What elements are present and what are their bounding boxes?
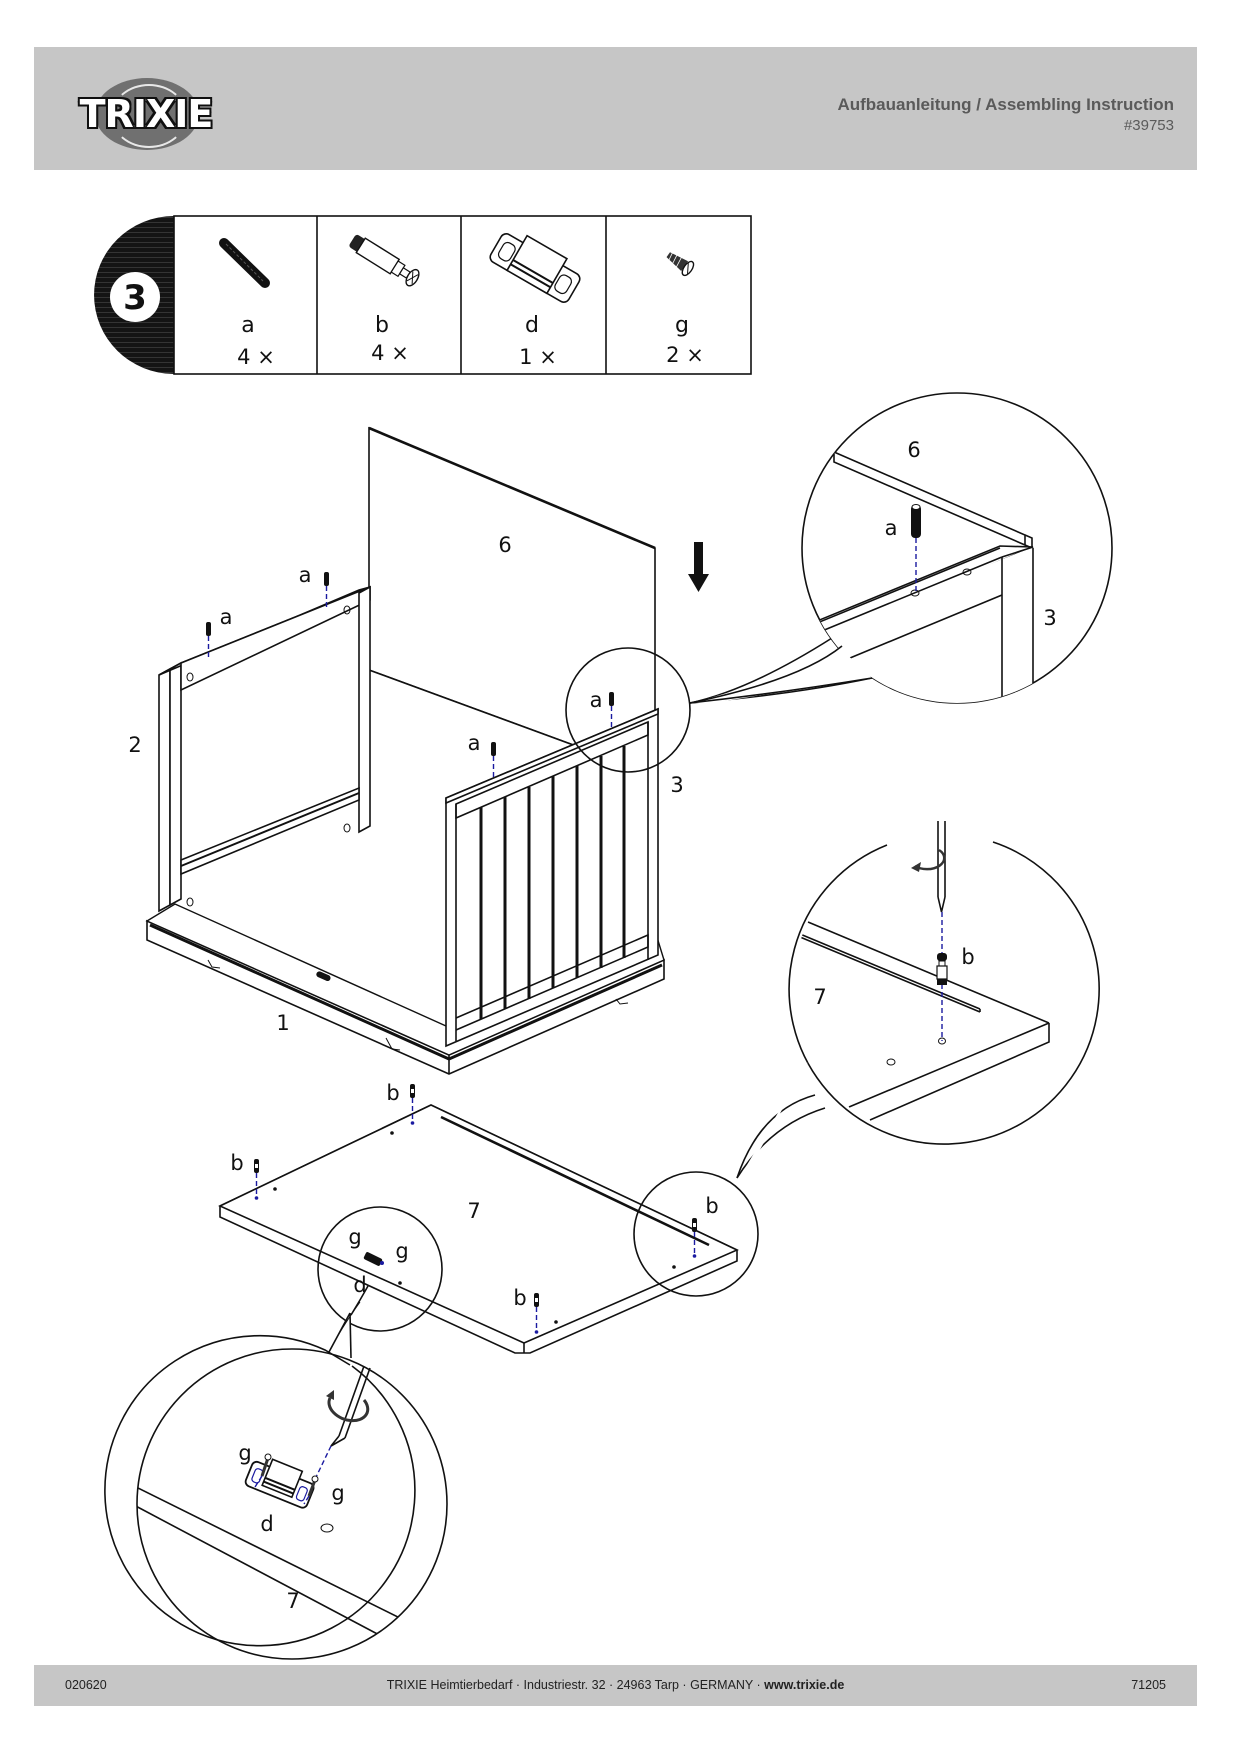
cam-bolt-detail-icon [936, 953, 948, 985]
part-label-d: d [525, 313, 539, 338]
dowel-a-2 [324, 572, 329, 607]
top-board-7 [218, 1104, 739, 1354]
label-board-7: 7 [467, 1199, 480, 1223]
detail-label-b: b [961, 945, 974, 969]
trixie-logo: TRIXIE [77, 78, 215, 150]
step-number: 3 [123, 278, 147, 318]
logo-arc [111, 84, 187, 148]
cam-bolt-icon [349, 234, 420, 287]
label-panel-6: 6 [498, 533, 511, 557]
detail-label-d: d [260, 1512, 273, 1536]
label-screw-g: g [348, 1225, 361, 1249]
label-panel-1: 1 [276, 1011, 289, 1035]
label-cam-bolt-b: b [386, 1081, 399, 1105]
screw-icon [666, 250, 695, 277]
side-panel-3 [445, 707, 659, 1048]
detail-label-g: g [331, 1481, 344, 1505]
label-cam-bolt-b: b [230, 1151, 243, 1175]
part-label-b: b [375, 313, 389, 338]
cam-bolt-b-3 [534, 1293, 539, 1334]
part-qty-d: 1 × [519, 345, 557, 369]
step-number-circle [110, 272, 160, 322]
part-qty-a: 4 × [237, 345, 275, 369]
label-dowel-a: a [299, 563, 312, 587]
label-dowel-a: a [220, 605, 233, 629]
part-label-g: g [675, 313, 689, 338]
header-bar: TRIXIE Aufbauanleitung / Assembling Inst… [34, 47, 1197, 170]
part-label-a: a [241, 313, 254, 338]
footer-bar: 020620 TRIXIE Heimtierbedarf · Industrie… [34, 1665, 1197, 1706]
dowel-a-1 [206, 622, 211, 657]
cam-bolt-b-2 [410, 1084, 415, 1125]
cam-bolt-b-4 [692, 1218, 697, 1258]
part-qty-b: 4 × [371, 341, 409, 365]
parts-table: 3 a 4 × b 4 × [94, 215, 752, 375]
detail-label-g: g [238, 1441, 251, 1465]
wooden-dowel-icon [219, 238, 270, 288]
label-catch-d: d [353, 1273, 366, 1297]
cam-bolt-b-1 [254, 1159, 259, 1200]
logo-text: TRIXIE [79, 91, 215, 137]
callout-circle-dowel [565, 647, 691, 773]
company-text: TRIXIE Heimtierbedarf · Industriestr. 32… [386, 1678, 765, 1692]
side-panel-2 [158, 585, 371, 913]
page-code: 71205 [1131, 1678, 1166, 1692]
label-panel-2: 2 [128, 733, 141, 757]
rotate-arrow-icon [326, 1390, 370, 1423]
detail-label-a: a [885, 516, 898, 540]
label-cam-bolt-b: b [513, 1286, 526, 1310]
cabinet-assembly: 6 1 [128, 426, 873, 1075]
dowel-a-3 [491, 742, 496, 778]
label-screw-g: g [395, 1239, 408, 1263]
callout-leader [736, 1094, 816, 1179]
label-dowel-a: a [468, 731, 481, 755]
magnetic-catch-icon [489, 233, 581, 303]
website-link[interactable]: www.trixie.de [764, 1678, 845, 1692]
label-dowel-a: a [590, 688, 603, 712]
callout-circle-catch [317, 1206, 443, 1332]
company-address: TRIXIE Heimtierbedarf · Industriestr. 32… [34, 1678, 1197, 1692]
parts-grid [173, 215, 752, 375]
rotate-arrow-icon [911, 848, 946, 872]
detail-label-3: 3 [1043, 606, 1056, 630]
detail-dowel: 6 a 3 [689, 392, 1113, 704]
down-arrow-icon [688, 542, 709, 592]
article-number: #39753 [1123, 117, 1174, 134]
date-code: 020620 [65, 1678, 107, 1692]
document-title: Aufbauanleitung / Assembling Instruction [837, 95, 1174, 114]
detail-cam-bolt: b 7 [744, 821, 1100, 1175]
detail-catch: g g d 7 [104, 1285, 448, 1660]
detail-label-7: 7 [813, 985, 826, 1009]
callout-circle-cam-bolt [633, 1171, 759, 1297]
label-cam-bolt-b: b [705, 1194, 718, 1218]
detail-label-7: 7 [286, 1589, 299, 1613]
dowel-a-4 [609, 692, 614, 729]
detail-label-6: 6 [907, 438, 920, 462]
screw-g-detail [254, 1453, 319, 1505]
part-qty-g: 2 × [666, 343, 704, 367]
label-panel-3: 3 [670, 773, 683, 797]
catch-d-small [363, 1252, 384, 1266]
